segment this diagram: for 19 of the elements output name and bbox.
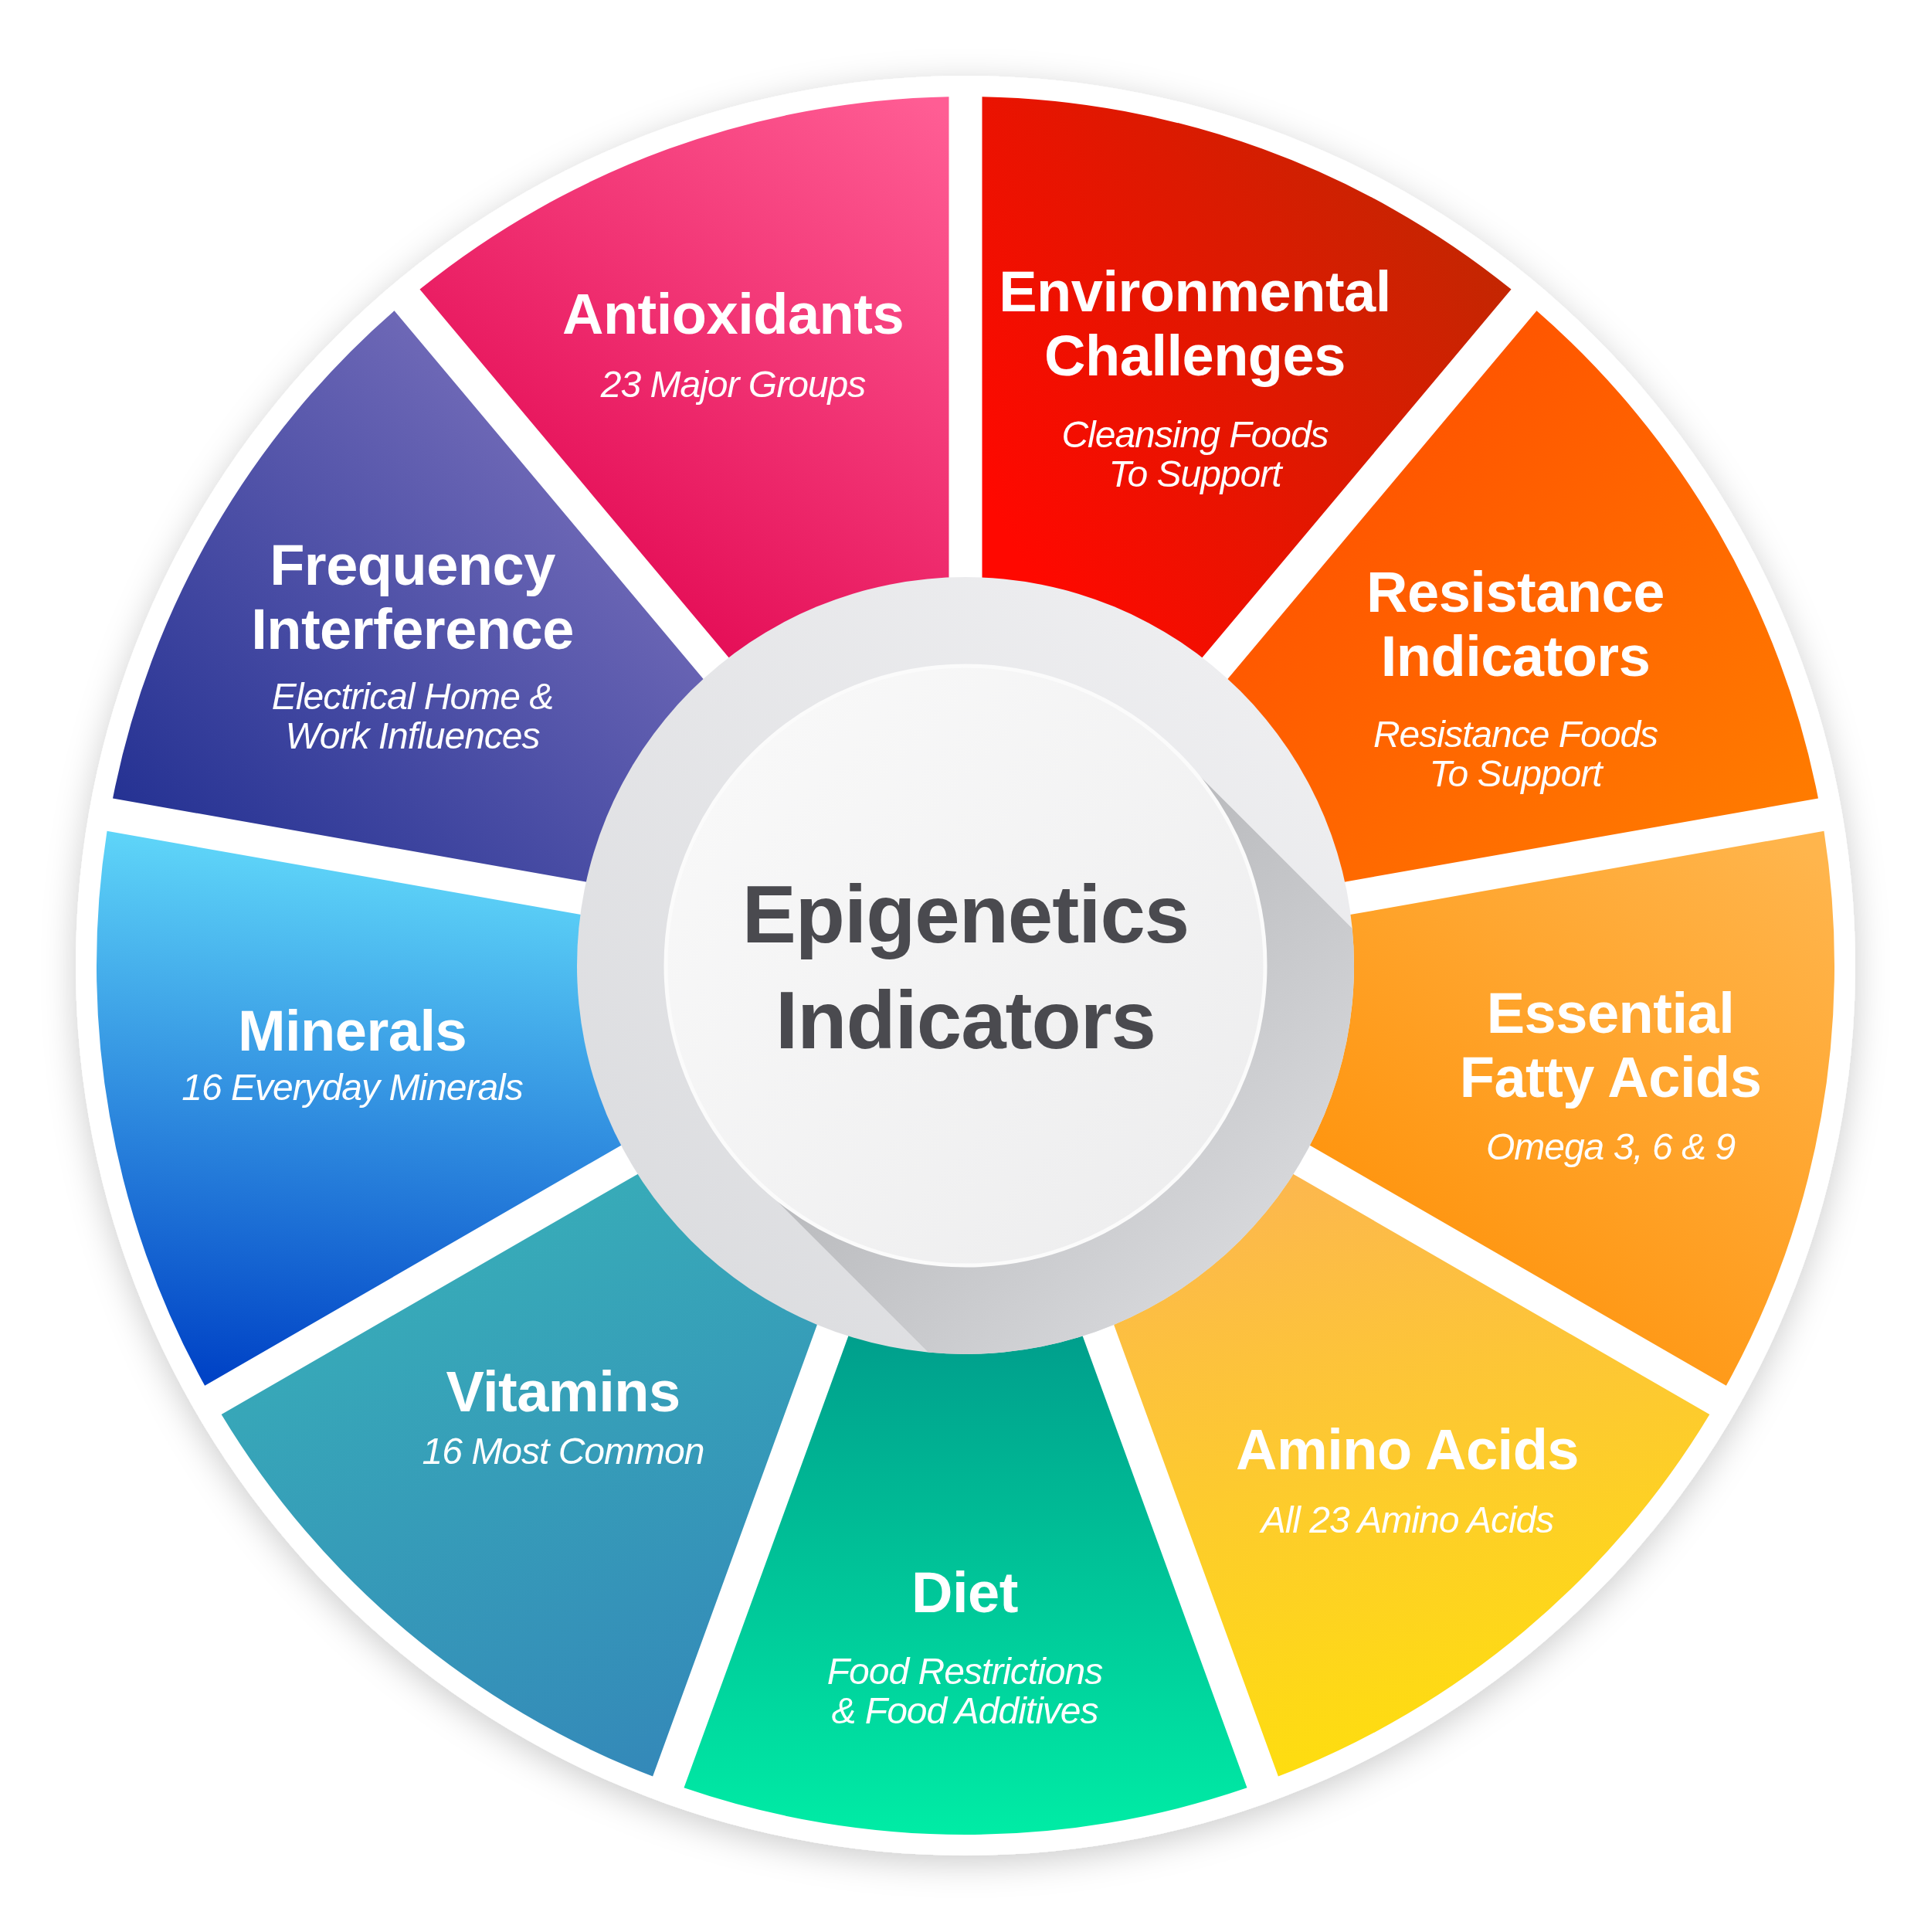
segment-subtitle: Resistance Foods To Support (1372, 714, 1659, 794)
segment-title: Antioxidants (561, 282, 905, 347)
segment-title: Diet (911, 1560, 1019, 1625)
segment-subtitle: Electrical Home & Work Influences (270, 676, 555, 756)
segment-subtitle: Cleansing Foods To Support (1061, 414, 1329, 494)
segment-subtitle: 23 Major Groups (599, 365, 867, 405)
segment-title: Environmental Challenges (998, 260, 1392, 389)
segment-title: Vitamins (445, 1360, 681, 1424)
segment-title: Resistance Indicators (1366, 561, 1665, 689)
segment-subtitle: 16 Everyday Minerals (181, 1068, 524, 1108)
segment-subtitle: Food Restrictions & Food Additives (826, 1651, 1104, 1731)
hub-title: Epigenetics Indicators (741, 868, 1190, 1066)
segment-subtitle: 16 Most Common (421, 1431, 705, 1472)
segment-subtitle: All 23 Amino Acids (1260, 1500, 1555, 1540)
segment-title: Essential Fatty Acids (1458, 982, 1763, 1110)
segment-title: Minerals (236, 999, 468, 1064)
segment-title: Frequency Interference (250, 534, 575, 662)
segment-subtitle: Omega 3, 6 & 9 (1485, 1127, 1736, 1167)
segment-title: Amino Acids (1235, 1418, 1580, 1482)
